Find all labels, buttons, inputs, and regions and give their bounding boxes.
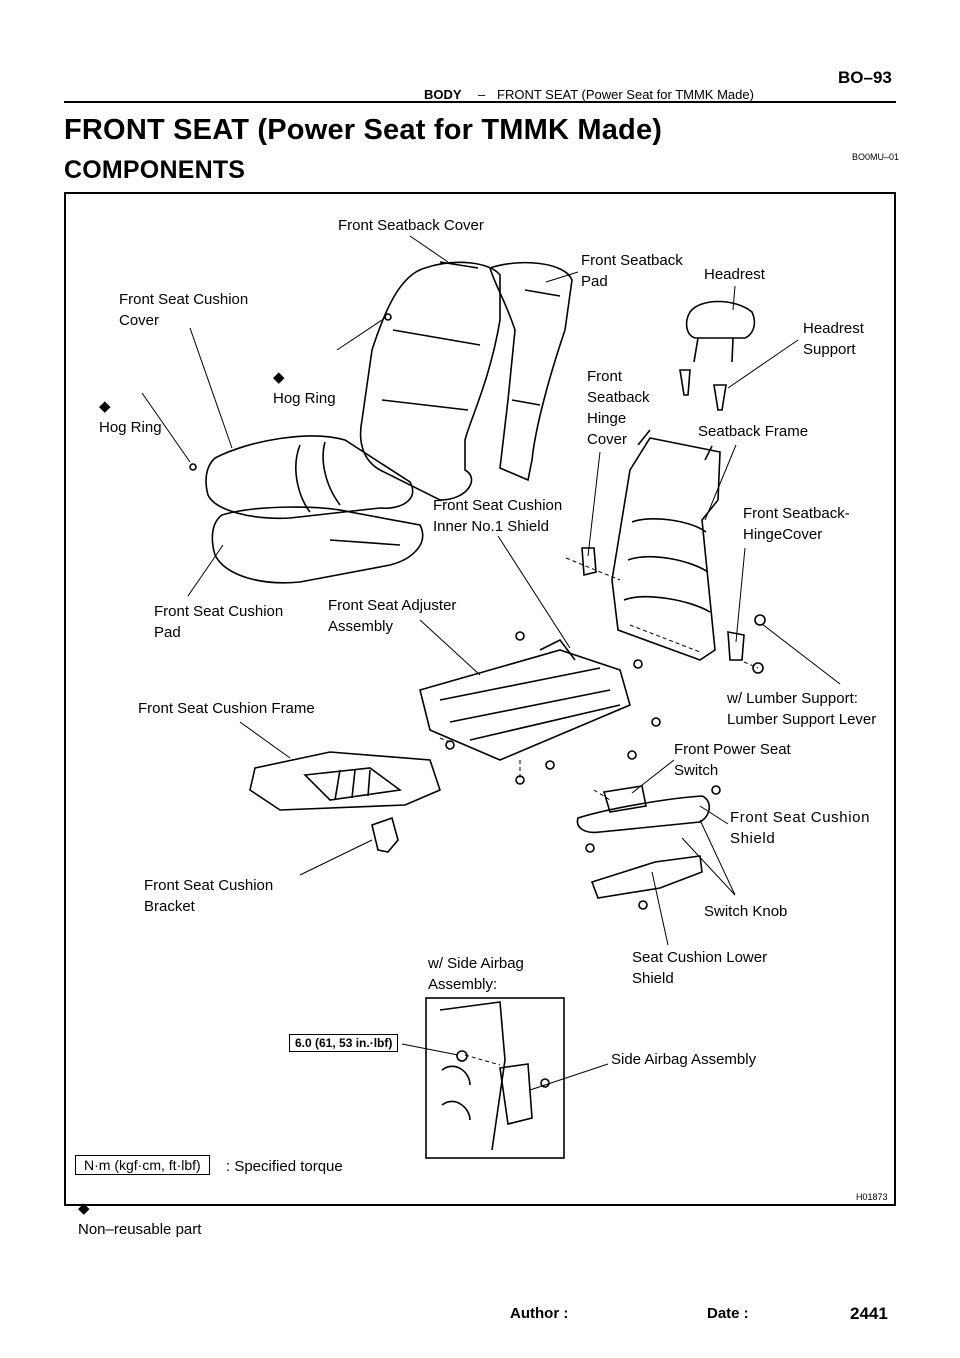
label-lower-shield: Seat Cushion Lower Shield — [632, 949, 768, 987]
label-front-seatback-pad: Front Seatback Pad — [581, 252, 683, 290]
label-front-seatback-hinge-cover: Front Seatback Hinge Cover — [587, 368, 650, 448]
cushion-frame-shape — [249, 751, 441, 811]
cushion-pad-shape — [211, 506, 424, 584]
label-cushion-frame: Front Seat Cushion Frame — [138, 700, 315, 717]
footer-date: Date : — [707, 1305, 749, 1322]
label-lumber-support: w/ Lumber Support: Lumber Support Lever — [727, 690, 877, 728]
legend-unit-box: N·m (kgf·cm, ft·lbf) — [75, 1155, 210, 1175]
label-cushion-pad: Front Seat Cushion Pad — [154, 603, 284, 641]
label-seatback-hingecover: Front Seatback- HingeCover — [743, 505, 850, 543]
footer-author: Author : — [510, 1305, 569, 1322]
legend-nonreusable: ◆ Non–reusable part — [78, 1177, 201, 1240]
label-power-seat-switch: Front Power Seat Switch — [674, 741, 791, 779]
cushion-shield-shape — [576, 795, 711, 834]
label-text: Hog Ring — [273, 390, 336, 407]
legend-unit-text: : Specified torque — [226, 1158, 343, 1175]
header-rule — [64, 101, 896, 103]
cushion-cover-shape — [205, 435, 414, 520]
header-page-code: BO–93 — [838, 68, 892, 87]
header-section: BODY — [424, 87, 462, 102]
doc-code: BO0MU–01 — [852, 152, 900, 162]
torque-spec-box: 6.0 (61, 53 in.·lbf) — [289, 1034, 399, 1052]
seatback-frame-shape — [611, 437, 721, 661]
seatback-cover-shape — [359, 261, 501, 501]
page-title: FRONT SEAT (Power Seat for TMMK Made) — [64, 114, 663, 146]
power-seat-switch-shape — [602, 785, 647, 813]
label-switch-knob: Switch Knob — [704, 903, 788, 920]
label-side-airbag-header: w/ Side Airbag Assembly: — [428, 955, 524, 993]
footer-page-number: 2441 — [850, 1304, 888, 1323]
label-hog-ring-lower: ◆ Hog Ring — [99, 375, 162, 438]
label-seatback-frame: Seatback Frame — [698, 423, 809, 440]
label-cushion-bracket: Front Seat Cushion Bracket — [144, 877, 274, 915]
seatback-pad-shape — [489, 261, 573, 482]
label-front-seat-cushion-cover: Front Seat Cushion Cover — [119, 291, 249, 329]
label-side-airbag-assembly: Side Airbag Assembly — [611, 1051, 757, 1068]
diamond-icon: ◆ — [99, 398, 111, 415]
header-dash: – — [478, 87, 486, 102]
lower-shield-shape — [590, 855, 703, 899]
label-cushion-shield: Front Seat Cushion Shield — [730, 809, 871, 847]
diamond-icon: ◆ — [78, 1200, 90, 1217]
label-headrest: Headrest — [704, 266, 765, 283]
headrest-shape — [685, 300, 756, 339]
section-heading: COMPONENTS — [64, 156, 246, 184]
label-cushion-inner-shield: Front Seat Cushion Inner No.1 Shield — [433, 497, 563, 535]
label-front-seatback-cover: Front Seatback Cover — [338, 217, 484, 234]
label-adjuster-assembly: Front Seat Adjuster Assembly — [328, 597, 457, 635]
label-headrest-support: Headrest Support — [803, 320, 864, 358]
seat-adjuster-shape — [419, 649, 631, 761]
airbag-inset-box — [425, 997, 565, 1159]
diamond-icon: ◆ — [273, 369, 285, 386]
label-text: Hog Ring — [99, 419, 162, 436]
figure-code: H01873 — [856, 1192, 888, 1202]
header-subtitle: FRONT SEAT (Power Seat for TMMK Made) — [497, 87, 754, 102]
label-hog-ring-upper: ◆ Hog Ring — [273, 346, 336, 409]
components-diagram — [64, 192, 896, 1206]
legend-nonreusable-text: Non–reusable part — [78, 1221, 202, 1238]
